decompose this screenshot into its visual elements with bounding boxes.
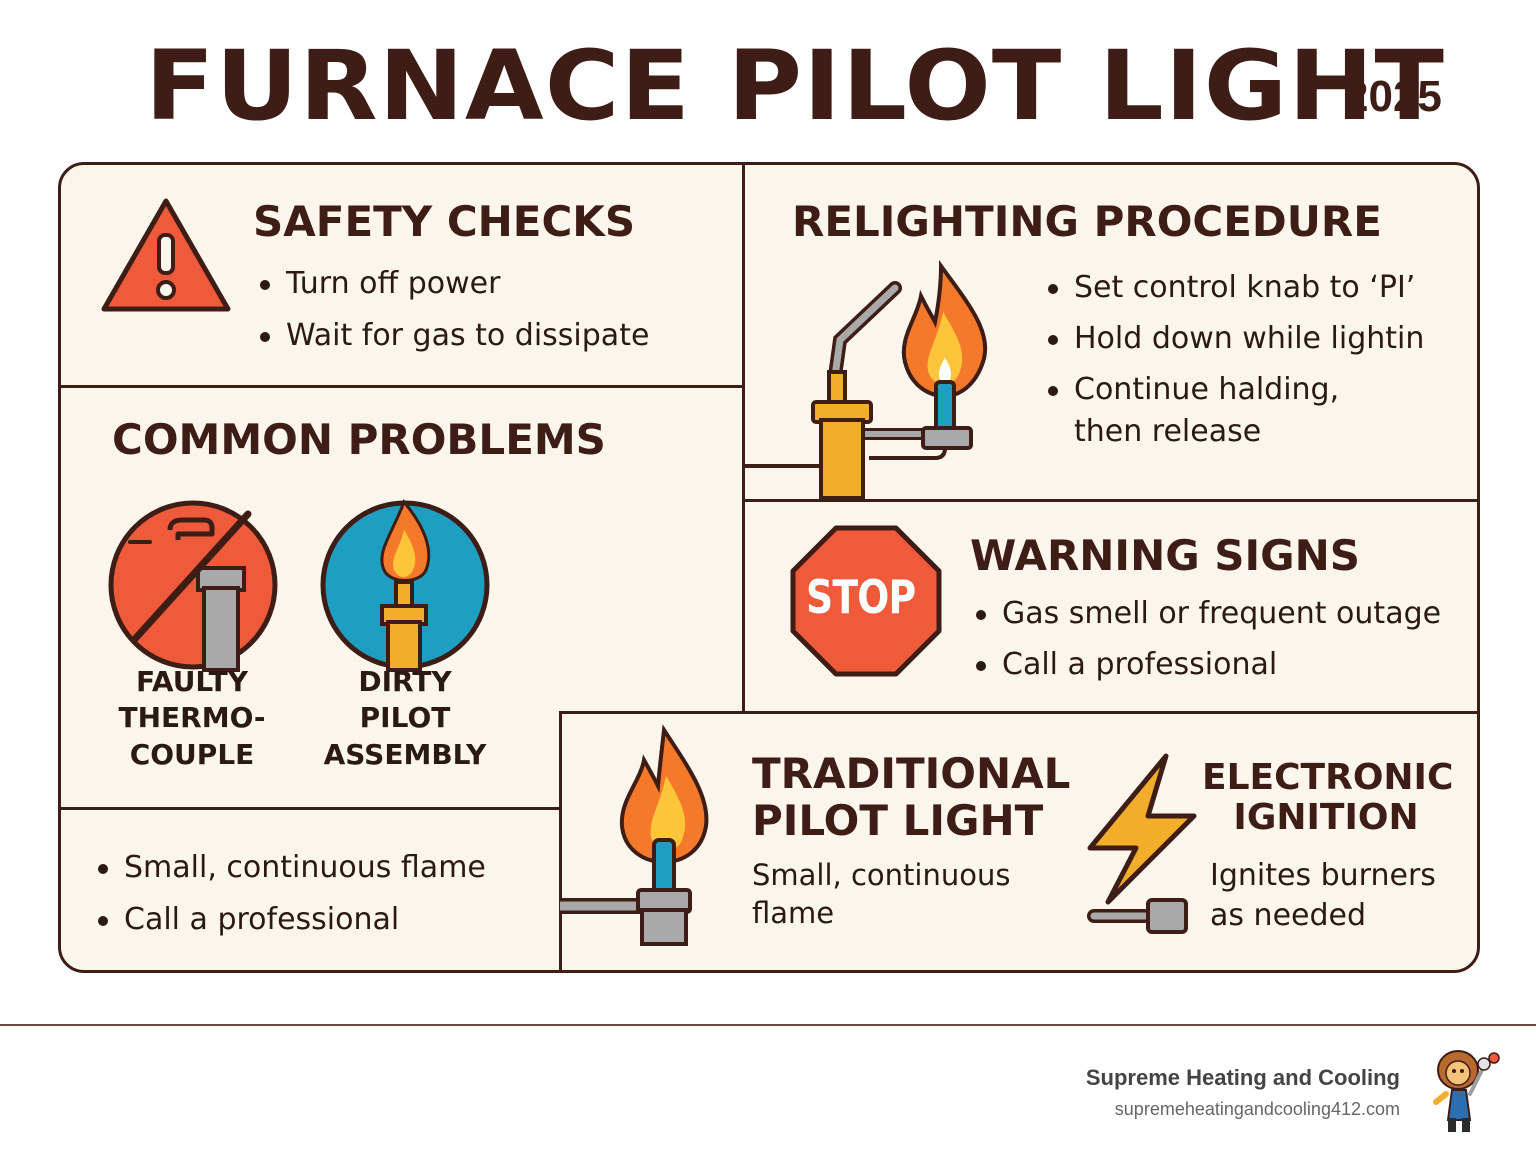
lightning-bolt-icon [1087, 753, 1197, 934]
divider-vertical-main [742, 165, 745, 711]
page-title: FURNACE PILOT LIGHT [145, 30, 1445, 142]
relighting-item: Set control knab to ‘PI’ [1044, 268, 1424, 307]
pilot-burner-icon [745, 259, 988, 500]
relighting-list: Set control knab to ‘PI’ Hold down while… [1044, 268, 1424, 409]
relighting-item: Continue halding, [1044, 370, 1424, 409]
divider-problems-bottom [61, 807, 561, 810]
flame-burner-icon [560, 724, 709, 946]
warning-item: Call a professional [972, 645, 1441, 684]
traditional-heading: TRADITIONAL PILOT LIGHT [752, 749, 1071, 846]
mascot-icon [1433, 1050, 1500, 1132]
relighting-heading: RELIGHTING PROCEDURE [792, 197, 1382, 246]
relighting-item: Hold down while lightin [1044, 319, 1424, 358]
traditional-desc: Small, continuous flame [752, 858, 1011, 931]
divider-warning-bottom [559, 711, 1480, 714]
bottom-left-item: Small, continuous flame [94, 848, 486, 887]
relighting-item-continued: then release [1074, 414, 1262, 449]
bottom-left-list: Small, continuous flame Call a professio… [94, 848, 486, 939]
info-board [58, 162, 1480, 973]
safety-list: Turn off power Wait for gas to dissipate [256, 264, 649, 355]
footer-url[interactable]: supremeheatingandcooling412.com [1114, 1099, 1400, 1119]
safety-heading: SAFETY CHECKS [253, 197, 636, 246]
divider-relight-bottom [743, 499, 1480, 502]
dirty-pilot-icon [320, 499, 490, 672]
warning-heading: WARNING SIGNS [970, 531, 1361, 580]
warning-list: Gas smell or frequent outage Call a prof… [972, 594, 1441, 684]
problem-dirty-pilot: DIRTY PILOT ASSEMBLY [323, 665, 487, 771]
problems-heading: COMMON PROBLEMS [112, 415, 606, 464]
warning-item: Gas smell or frequent outage [972, 594, 1441, 633]
safety-item: Wait for gas to dissipate [256, 316, 649, 355]
divider-safety-bottom [61, 385, 743, 388]
bottom-left-item: Call a professional [94, 900, 486, 939]
year-label: 2025 [1344, 72, 1442, 121]
warning-triangle-icon [101, 198, 231, 312]
footer-divider [0, 1024, 1536, 1026]
stop-sign-label: STOP [806, 570, 916, 624]
footer-brand: Supreme Heating and Cooling [1085, 1065, 1400, 1090]
no-thermocouple-icon [108, 500, 278, 672]
problem-faulty-thermocouple: FAULTY THERMO- COUPLE [118, 665, 266, 771]
electronic-desc: Ignites burners as needed [1210, 858, 1436, 933]
stop-sign-icon [790, 525, 942, 677]
electronic-heading: ELECTRONIC IGNITION [1202, 757, 1454, 839]
divider-bottom-vertical [559, 711, 562, 973]
safety-item: Turn off power [256, 264, 649, 303]
